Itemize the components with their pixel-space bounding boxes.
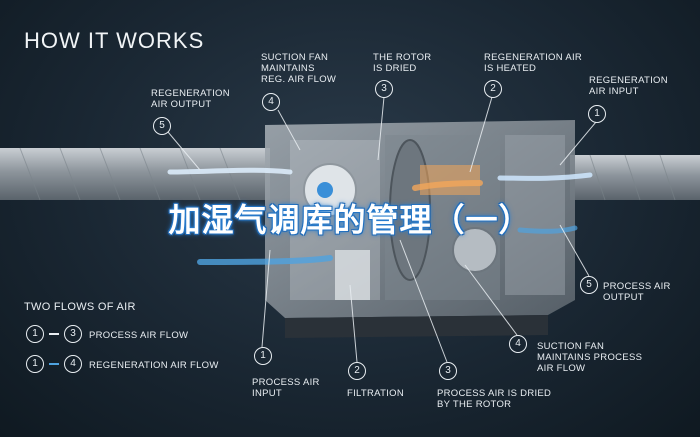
callout-2-bottom-badge: 2 bbox=[348, 362, 366, 380]
left-duct bbox=[0, 147, 270, 201]
unit-housing bbox=[265, 120, 575, 338]
legend-regeneration-to-badge: 4 bbox=[64, 355, 82, 373]
callout-3-bottom-badge: 3 bbox=[439, 362, 457, 380]
legend-process-dash bbox=[49, 333, 59, 335]
legend-regeneration-label: REGENERATION AIR FLOW bbox=[89, 360, 219, 371]
legend-heading: TWO FLOWS OF AIR bbox=[24, 301, 136, 313]
callout-4-top-badge: 4 bbox=[262, 93, 280, 111]
legend-process-to-badge: 3 bbox=[64, 325, 82, 343]
legend-process-label: PROCESS AIR FLOW bbox=[89, 330, 189, 341]
callout-3-top-badge: 3 bbox=[375, 80, 393, 98]
overlay-title: 加湿气调库的管理（一） bbox=[168, 201, 532, 239]
callout-process-air-output-label: PROCESS AIR OUTPUT bbox=[603, 281, 671, 303]
callout-process-air-input-label: PROCESS AIR INPUT bbox=[252, 377, 320, 399]
callout-1-bottom-badge: 1 bbox=[254, 347, 272, 365]
callout-process-air-dried-label: PROCESS AIR IS DRIED BY THE ROTOR bbox=[437, 388, 552, 410]
callout-lines bbox=[167, 96, 597, 363]
legend-process-from-badge: 1 bbox=[26, 325, 44, 343]
callout-1-top-badge: 1 bbox=[588, 105, 606, 123]
callout-rotor-dried-label: THE ROTOR IS DRIED bbox=[373, 52, 432, 74]
legend-row-regeneration: 1 4 bbox=[26, 355, 82, 373]
right-duct bbox=[570, 154, 700, 201]
callout-regeneration-air-output-label: REGENERATION AIR OUTPUT bbox=[151, 88, 230, 110]
callout-5-top-badge: 5 bbox=[153, 117, 171, 135]
legend-regeneration-from-badge: 1 bbox=[26, 355, 44, 373]
callout-4-bottom-badge: 4 bbox=[509, 335, 527, 353]
legend-row-process: 1 3 bbox=[26, 325, 82, 343]
callout-5-bottom-badge: 5 bbox=[580, 276, 598, 294]
callout-regeneration-heated-label: REGENERATION AIR IS HEATED bbox=[484, 52, 583, 74]
callout-suction-fan-process-label: SUCTION FAN MAINTAINS PROCESS AIR FLOW bbox=[537, 341, 643, 374]
callout-filtration-label: FILTRATION bbox=[347, 388, 405, 399]
legend-regeneration-dash bbox=[49, 363, 59, 365]
callout-regeneration-input-label: REGENERATION AIR INPUT bbox=[589, 75, 668, 97]
callout-suction-fan-reg-label: SUCTION FAN MAINTAINS REG. AIR FLOW bbox=[261, 52, 337, 85]
callout-2-top-badge: 2 bbox=[484, 80, 502, 98]
air-flow-arrows bbox=[167, 167, 593, 265]
page-title: HOW IT WORKS bbox=[24, 28, 205, 53]
